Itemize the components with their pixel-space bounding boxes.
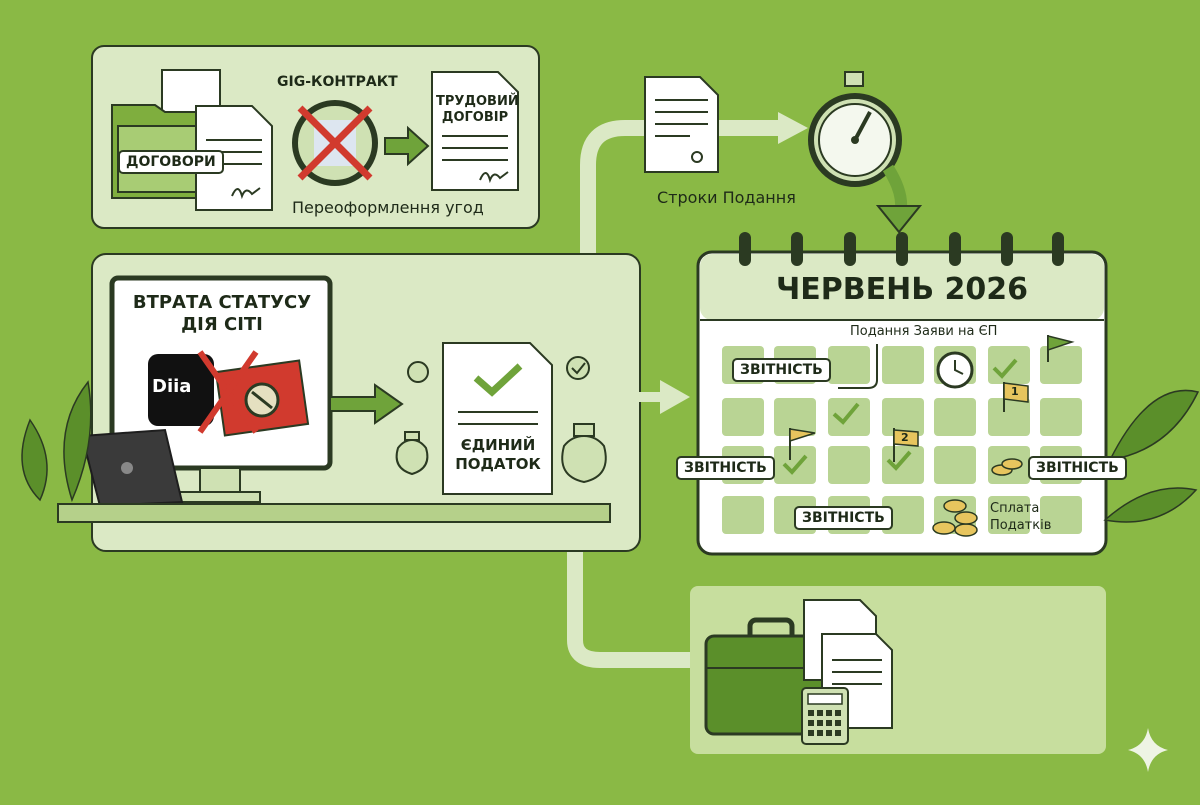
calendar-title: ЧЕРВЕНЬ 2026 [776,272,1028,307]
arrow-to-calendar-grid [600,380,690,414]
calculator-key [817,720,823,726]
application-pointer-line [838,344,878,389]
calculator-key [808,720,814,726]
calendar-flag-2-icon [893,428,919,462]
calculator-key [835,720,841,726]
contracts-folder-label: ДОГОВОРИ [118,150,224,174]
calendar-cell [828,446,870,484]
calendar-flag-mid-icon [789,428,816,460]
arrow-to-tax-document [329,383,404,425]
reformalization-caption: Переоформлення угод [292,198,484,217]
diia-logo-crossed-icon [148,350,310,437]
report-label-2: ЗВІТНІСТЬ [676,456,775,480]
deadline-document-icon [644,76,719,173]
calendar-rings [739,232,1064,266]
report-label-3: ЗВІТНІСТЬ [1028,456,1127,480]
calendar-cell [988,496,1030,534]
calendar-ring-2 [791,232,803,266]
laptop-icon [80,428,184,508]
calculator-key [817,710,823,716]
calendar-cell [882,346,924,384]
calendar-ring-6 [1001,232,1013,266]
single-tax-document-icon [442,342,553,495]
calculator-key [826,730,832,736]
arrow-to-timer [778,112,808,144]
labor-contract-document-icon [431,71,519,191]
clock-icon [936,351,974,389]
stopwatch-icon [808,71,902,187]
calculator-icon [801,687,849,745]
calendar-cell [934,398,976,436]
gig-contract-crossed-icon [292,100,378,186]
sparkle-icon [1128,728,1168,772]
gig-contract-label: GIG-КОНТРАКТ [277,74,398,90]
calendar-cell [828,346,870,384]
calculator-key [826,710,832,716]
calendar-cell [722,496,764,534]
calculator-key [826,720,832,726]
plant-leaves-left-icon [21,380,92,503]
calculator-key [808,730,814,736]
check-badge-icon [566,356,590,380]
calendar-flag-top-icon [1047,335,1075,362]
calculator-key [817,730,823,736]
labor-contract-title: ТРУДОВИЙ ДОГОВІР [436,94,519,125]
calendar-cell [774,398,816,436]
tax-payment-label: Сплата Податків [990,501,1052,533]
report-label-1: ЗВІТНІСТЬ [732,358,831,382]
calculator-key [835,710,841,716]
calendar-cell [882,446,924,484]
calendar-cell [1040,346,1082,384]
tax-coins-stack-icon [932,499,978,537]
desk [57,503,611,523]
calculator-key [835,730,841,736]
calendar-cell [1040,398,1082,436]
arrow-to-labor-contract [384,125,430,167]
application-label: Подання Заяви на ЄП [850,324,998,339]
report-label-4: ЗВІТНІСТЬ [794,506,893,530]
calculator-key [808,710,814,716]
calendar-ring-3 [844,232,856,266]
calendar-flag-1-icon [1003,382,1029,412]
money-bag-left-icon [395,431,429,476]
plant-leaves-right-icon [1103,389,1200,523]
coin-icon [407,361,429,383]
calendar-cell [722,398,764,436]
calendar-ring-5 [949,232,961,266]
calendar-ring-1 [739,232,751,266]
calendar-cell [988,398,1030,436]
calendar-cell [882,398,924,436]
calendar-cell [1040,496,1082,534]
calendar-header [700,254,1104,320]
connector-lines [567,120,780,668]
coins-icon [991,458,1023,476]
deadline-caption: Строки Подання [657,188,796,207]
flag-2-number: 2 [901,431,909,444]
status-loss-title: ВТРАТА СТАТУСУ ДІЯ СІТІ [132,292,312,335]
arrow-to-calendar-head [875,205,923,234]
single-tax-title: ЄДИНИЙ ПОДАТОК [455,436,541,473]
calendar-cell [934,446,976,484]
calendar-check-icons [782,358,1018,475]
money-bag-right-icon [561,423,607,484]
diia-logo-text: Diia [152,376,192,397]
flag-1-number: 1 [1011,385,1019,398]
calendar-ring-4 [896,232,908,266]
calendar-ring-7 [1052,232,1064,266]
calendar-cell [774,446,816,484]
